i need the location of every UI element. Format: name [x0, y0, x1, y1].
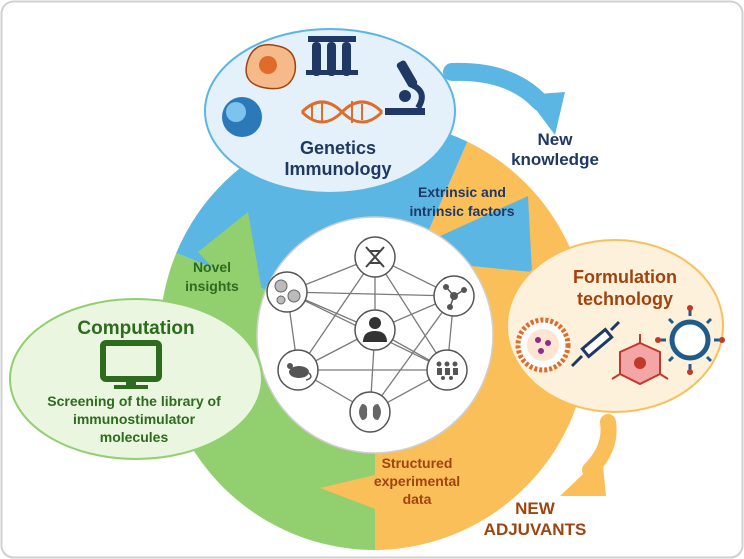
formulation-line1: Formulation [573, 267, 677, 287]
mouse-icon [287, 363, 312, 381]
orange-arrowhead [320, 452, 472, 510]
microscope-icon [385, 60, 425, 115]
new-adjuvants-arrowhead [560, 456, 606, 496]
new-adjuvants-line2: ADJUVANTS [484, 520, 587, 539]
syringe-icon [570, 320, 621, 368]
kidneys-icon [359, 404, 381, 420]
new-knowledge-line2: knowledge [511, 150, 599, 169]
dna-icon [300, 100, 384, 124]
blue-cell-icon [222, 97, 262, 137]
test-tubes-icon [306, 36, 358, 76]
cells-node-icon [274, 279, 301, 305]
computation-line1: Screening of the library of [47, 393, 221, 409]
molecule-icon [443, 284, 467, 310]
green-arrowhead [198, 212, 268, 326]
computation-line3: molecules [100, 429, 169, 445]
new-knowledge-arrowhead [525, 92, 565, 135]
genetics-label-line1: Genetics [300, 138, 376, 158]
orange-arc-segment [375, 141, 589, 550]
virus-icon [655, 305, 725, 375]
nanoparticle-icon [611, 334, 669, 386]
computation-title: Computation [77, 318, 194, 339]
novel-line2: insights [185, 278, 239, 294]
genetics-label-line2: Immunology [285, 159, 392, 179]
computation-line2: immunostimulator [73, 411, 196, 427]
structured-line3: data [403, 491, 432, 507]
dna-node-icon [365, 246, 385, 268]
new-adjuvants-line1: NEW [515, 499, 556, 518]
crowd-icon [436, 361, 458, 380]
cell-icon [245, 43, 297, 90]
new-knowledge-line1: New [538, 130, 574, 149]
person-icon [363, 317, 387, 342]
structured-line1: Structured [382, 455, 453, 471]
liposome-icon [515, 317, 571, 373]
formulation-line2: technology [577, 289, 673, 309]
novel-line1: Novel [193, 259, 231, 275]
monitor-icon [100, 340, 162, 389]
extrinsic-line2: intrinsic factors [409, 203, 514, 219]
extrinsic-line1: Extrinsic and [418, 184, 506, 200]
structured-line2: experimental [374, 473, 460, 489]
